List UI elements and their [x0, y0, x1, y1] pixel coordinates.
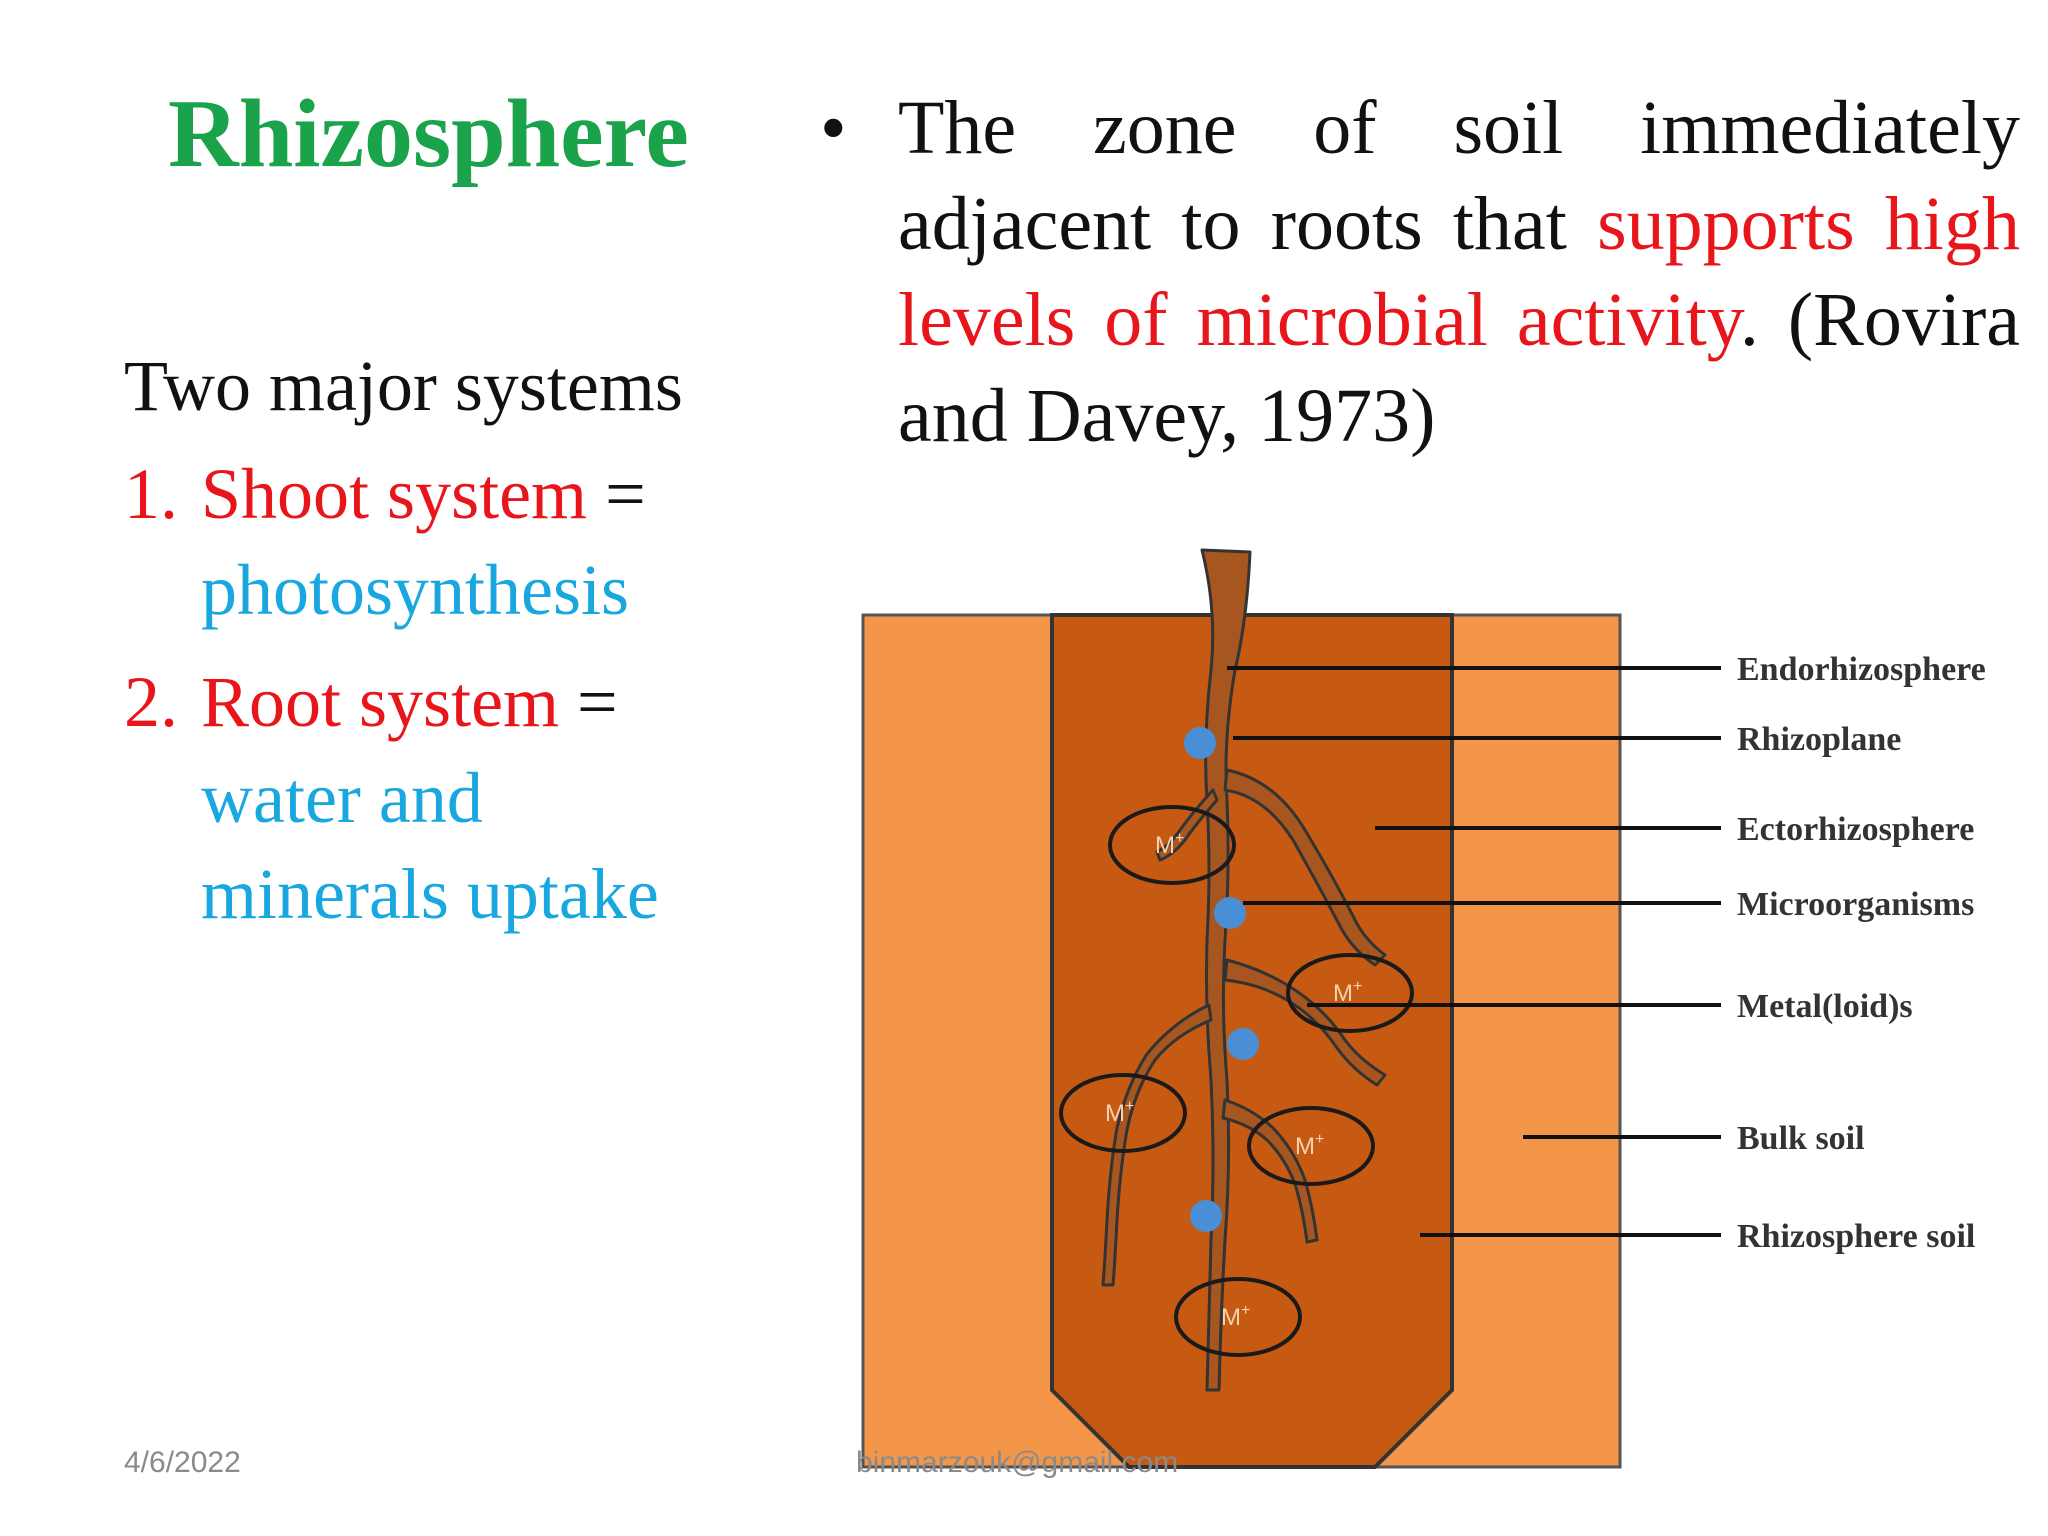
- metal-ion-circle: [1108, 805, 1236, 885]
- metal-ion-label: M+: [1333, 978, 1362, 1007]
- list-number: 1.: [124, 454, 178, 534]
- system-function-line1: water and: [201, 758, 483, 838]
- label-rhizosphere-soil: Rhizosphere soil: [1737, 1218, 1975, 1255]
- label-rhizoplane: Rhizoplane: [1737, 721, 1901, 758]
- slide-title: Rhizosphere: [168, 80, 689, 188]
- definition-highlight: supports high levels of microbial activi…: [898, 182, 2020, 362]
- systems-block: Two major systems 1. Shoot system = phot…: [124, 338, 764, 958]
- rhizosphere-diagram: M+ M+ M+ M+ M+ Endorhizosphere Rhizoplan…: [855, 540, 2035, 1480]
- microorganisms: [1184, 727, 1259, 1232]
- root-branch: [1155, 788, 1219, 862]
- definition-text: The zone of soil immediately adjacent to…: [898, 80, 2020, 464]
- definition-bullet: • The zone of soil immediately adjacent …: [820, 80, 2020, 464]
- microorganism-icon: [1184, 727, 1216, 759]
- metal-ion-label: M+: [1221, 1302, 1250, 1331]
- metal-ion-circle: [1286, 953, 1414, 1033]
- root-system: [1101, 548, 1387, 1392]
- systems-list: 1. Shoot system = photosynthesis 2. Root…: [124, 446, 764, 942]
- metal-ion-circle: [1059, 1073, 1187, 1153]
- root-branch: [1221, 1098, 1319, 1244]
- microorganism-icon: [1227, 1028, 1259, 1060]
- systems-heading: Two major systems: [124, 346, 683, 426]
- metal-ions: [1059, 805, 1414, 1357]
- microorganism-icon: [1190, 1200, 1222, 1232]
- definition-part2: . (Rovira and Davey, 1973): [898, 278, 2020, 458]
- system-name: Shoot system: [201, 454, 588, 534]
- label-metalloids: Metal(loid)s: [1737, 988, 1913, 1025]
- label-endorhizosphere: Endorhizosphere: [1737, 651, 1986, 688]
- system-function-line2: minerals uptake: [201, 854, 659, 934]
- metal-ion-label: M+: [1295, 1131, 1324, 1160]
- system-name: Root system: [201, 662, 560, 742]
- metal-ion-labels: M+ M+ M+ M+ M+: [1105, 830, 1362, 1331]
- definition-part1: The zone of soil immediately adjacent to…: [898, 86, 2020, 266]
- footer-date: 4/6/2022: [124, 1446, 241, 1479]
- metal-ion-label: M+: [1155, 830, 1184, 859]
- leader-lines: [1227, 666, 1721, 1237]
- list-number: 2.: [124, 662, 178, 742]
- metal-ion-circle: [1174, 1277, 1302, 1357]
- list-item-root-system: 2. Root system = water and minerals upta…: [124, 654, 764, 942]
- rhizosphere-diagram-svg: M+ M+ M+ M+ M+ Endorhizosphere Rhizoplan…: [861, 548, 1986, 1469]
- equals-sign: =: [559, 662, 618, 742]
- label-bulk-soil: Bulk soil: [1737, 1120, 1865, 1157]
- list-item-shoot-system: 1. Shoot system = photosynthesis: [124, 446, 764, 638]
- footer-email: binmarzouk@gmail.com: [856, 1446, 1179, 1479]
- metal-ion-circle: [1247, 1106, 1375, 1186]
- system-function: photosynthesis: [201, 550, 630, 630]
- root-branch: [1101, 1003, 1213, 1287]
- label-ectorhizosphere: Ectorhizosphere: [1737, 811, 1974, 848]
- bullet-icon: •: [820, 86, 847, 170]
- microorganism-icon: [1214, 897, 1246, 929]
- label-microorganisms: Microorganisms: [1737, 886, 1974, 923]
- metal-ion-label: M+: [1105, 1098, 1134, 1127]
- diagram-labels: Endorhizosphere Rhizoplane Ectorhizosphe…: [1737, 651, 1986, 1255]
- equals-sign: =: [587, 454, 646, 534]
